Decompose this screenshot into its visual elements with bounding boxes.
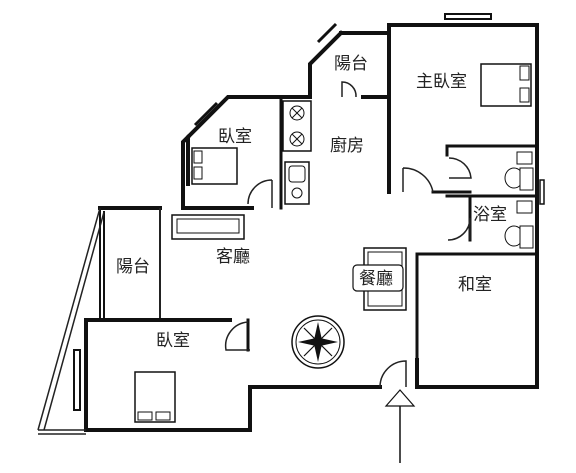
label-bathroom: 浴室 (473, 205, 507, 225)
master-bed (480, 63, 532, 107)
label-japanese-room: 和室 (458, 275, 492, 295)
dining-label-box: 餐廳 (352, 264, 404, 292)
label-balcony-left: 陽台 (116, 257, 150, 277)
doors (224, 81, 472, 388)
stove (282, 100, 312, 152)
room-labels: 主臥室 陽台 廚房 臥室 浴室 客廳 陽台 餐廳 和室 臥室 (116, 54, 507, 351)
label-bedroom-lower: 臥室 (156, 331, 190, 351)
label-dining-room: 餐廳 (359, 269, 393, 289)
toilet-lower (504, 200, 534, 249)
label-balcony-top: 陽台 (334, 54, 368, 74)
label-living-room: 客廳 (216, 247, 250, 267)
compass-icon (291, 315, 345, 369)
windows (73, 13, 545, 411)
kitchen-sink (284, 161, 310, 205)
toilet-upper (504, 151, 534, 191)
outer-walls (37, 23, 539, 435)
sofa (171, 214, 245, 240)
entrance-arrow-icon (384, 389, 416, 463)
lower-bedroom-bed (134, 371, 176, 423)
label-kitchen: 廚房 (330, 135, 364, 156)
label-bedroom-upper: 臥室 (218, 127, 252, 147)
upper-bedroom-bed (191, 147, 238, 185)
interior-walls (246, 95, 539, 362)
label-master-bedroom: 主臥室 (416, 72, 467, 92)
